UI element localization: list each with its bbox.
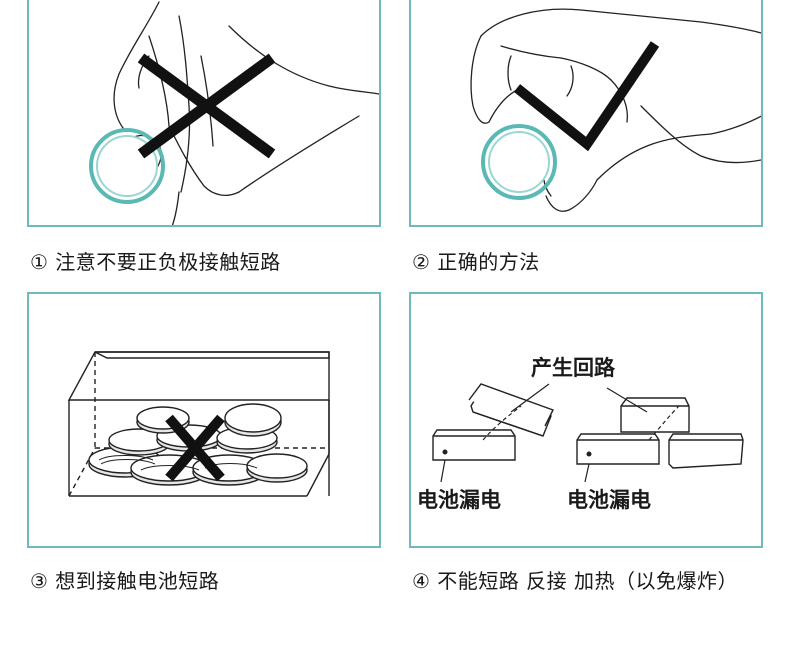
correct-grip-illustration xyxy=(470,8,761,212)
caption-short-circuit: ④ 不能短路 反接 加热（以免爆炸） xyxy=(412,569,739,593)
hand-drawing xyxy=(470,8,761,212)
caption-box-batteries: ③ 想到接触电池短路 xyxy=(30,569,220,593)
terminal-dot xyxy=(442,449,448,455)
cross-mark-icon xyxy=(165,414,225,482)
battery-ring xyxy=(89,128,165,204)
battery-pair-left xyxy=(432,383,554,461)
loop-label: 产生回路 xyxy=(531,356,615,380)
battery-pile xyxy=(88,403,308,486)
caption-wrong-grip: ① 注意不要正负极接触短路 xyxy=(30,250,281,274)
current-paths xyxy=(440,383,680,483)
caption-correct-grip: ② 正确的方法 xyxy=(412,250,540,274)
short-circuit-illustration xyxy=(432,383,744,483)
check-mark-icon xyxy=(513,41,660,152)
battery-stack-right xyxy=(576,397,744,469)
hand-drawing xyxy=(113,1,379,225)
wrong-grip-illustration xyxy=(89,1,379,225)
panel-short-circuit: 产生回路 电池漏电 电池漏电 xyxy=(409,292,763,548)
battery-face xyxy=(488,131,550,193)
leak-label-left: 电池漏电 xyxy=(417,488,501,512)
panel-correct-grip xyxy=(409,0,763,227)
panel-wrong-grip xyxy=(27,0,381,227)
battery-ring xyxy=(481,124,557,200)
terminal-dot xyxy=(586,451,592,457)
panel-box-batteries xyxy=(27,292,381,548)
cross-mark-icon xyxy=(137,53,276,159)
leak-label-right: 电池漏电 xyxy=(567,488,651,512)
box-batteries-illustration xyxy=(67,351,330,497)
